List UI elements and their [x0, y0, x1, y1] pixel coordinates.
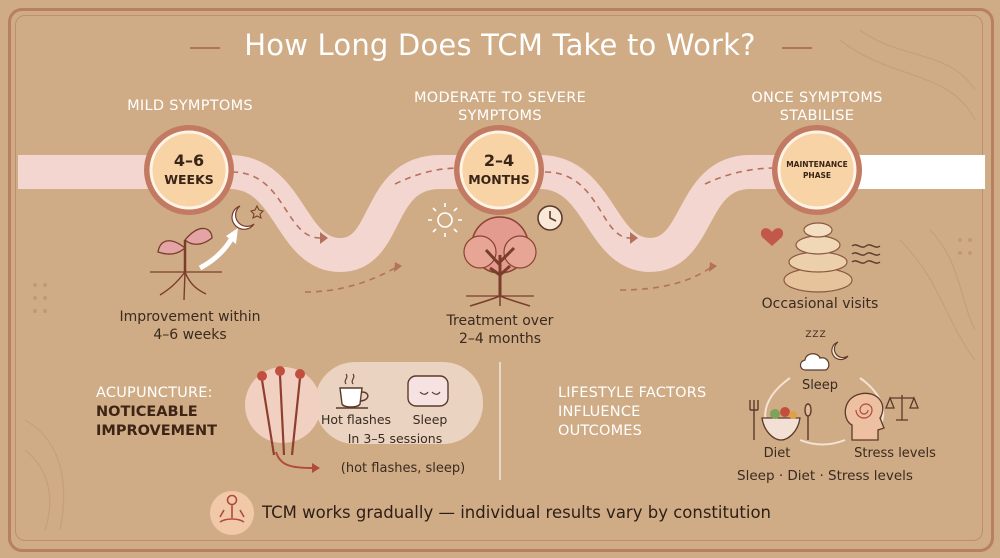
stage-3-header-line1: ONCE SYMPTOMS: [751, 90, 883, 106]
section-divider: [499, 362, 501, 480]
acupuncture-needles-icon: [257, 366, 305, 456]
stage-1-caption-line2: 4–6 weeks: [153, 327, 227, 343]
stage-1-duration-unit: WEEKS: [164, 172, 214, 187]
stage-circle-2: [454, 125, 544, 215]
stage-1-header: MILD SYMPTOMS: [95, 97, 285, 115]
outer-frame: [8, 8, 994, 552]
lifestyle-heading-2: INFLUENCE: [558, 404, 641, 420]
title-rule-left: [190, 47, 220, 49]
stage-2-caption: Treatment over 2–4 months: [410, 312, 590, 348]
scales-icon: [885, 395, 919, 421]
tea-cup-icon: [336, 373, 369, 409]
sleep-label: Sleep: [412, 412, 448, 427]
lifestyle-stress-label: Stress levels: [854, 446, 936, 461]
sprout-icon: [150, 227, 222, 301]
stage-3-duration-value: MAINTENANCE: [786, 160, 848, 169]
sessions-label: In 3–5 sessions: [347, 431, 443, 446]
pillow-icon: [407, 375, 449, 407]
stage-circle-1: [144, 125, 234, 215]
inner-frame: [15, 15, 983, 541]
stage-3-header-line2: STABILISE: [779, 108, 855, 124]
stage-2-header-line1: MODERATE TO SEVERE: [413, 90, 587, 106]
acupuncture-heading: ACUPUNCTURE:: [96, 385, 213, 401]
stage-2-caption-line2: 2–4 months: [459, 331, 541, 347]
contour-decoration: [24, 29, 976, 531]
stage-3-caption: Occasional visits: [730, 295, 910, 313]
bowl-utensils-icon: [749, 400, 812, 441]
stage-3-header: ONCE SYMPTOMS STABILISE: [722, 89, 912, 125]
stacked-stones-icon: [783, 222, 853, 293]
stage-2-header: MODERATE TO SEVERE SYMPTOMS: [385, 89, 615, 125]
lifestyle-summary: Sleep · Diet · Stress levels: [737, 468, 913, 484]
stage-1-caption-line1: Improvement within: [119, 309, 261, 325]
clock-icon: [537, 205, 563, 231]
stage-2-duration-value: 2–4: [483, 151, 515, 170]
arrow-heads: [320, 232, 717, 272]
stage-3-duration: MAINTENANCE PHASE: [777, 160, 857, 180]
progress-arrow-icon: [198, 228, 238, 271]
stage-2-header-line2: SYMPTOMS: [458, 108, 542, 124]
stage-2-caption-line1: Treatment over: [446, 313, 554, 329]
cloud-moon-icon: [799, 341, 849, 371]
stage-2-duration: 2–4 MONTHS: [459, 151, 539, 187]
stage-3-duration-unit: PHASE: [802, 171, 832, 180]
lifestyle-heading-3: OUTCOMES: [558, 423, 643, 439]
moon-star-icon: [231, 204, 265, 230]
lifestyle-diet-label: Diet: [763, 446, 791, 461]
hot-flashes-label: Hot flashes: [320, 412, 392, 427]
tree-icon: [463, 216, 537, 307]
heart-icon: [760, 228, 784, 246]
acupuncture-note: (hot flashes, sleep): [340, 461, 466, 476]
wave-icon: [851, 244, 881, 264]
sun-icon: [428, 203, 462, 237]
lifestyle-heading-1: LIFESTYLE FACTORS: [558, 385, 707, 401]
page-title: How Long Does TCM Take to Work?: [244, 28, 756, 62]
acupuncture-subheading-2: IMPROVEMENT: [96, 423, 218, 439]
lifestyle-sleep-label: Sleep: [801, 378, 839, 393]
stage-1-duration: 4–6 WEEKS: [149, 151, 229, 187]
timeline-path: [18, 155, 985, 273]
dot-grid-left: [33, 283, 47, 313]
stage-2-duration-unit: MONTHS: [468, 172, 530, 187]
curved-arrow-icon: [275, 451, 320, 473]
dashed-arrows: [231, 167, 776, 293]
stage-1-duration-value: 4–6: [173, 151, 205, 170]
meditation-icon: [210, 491, 254, 535]
title-rule-right: [782, 47, 812, 49]
stage-3-caption-line1: Occasional visits: [761, 296, 879, 312]
dot-grid-right: [958, 238, 972, 255]
stage-1-caption: Improvement within 4–6 weeks: [100, 308, 280, 344]
footer-note: TCM works gradually — individual results…: [262, 503, 772, 522]
stage-1-header-line1: MILD SYMPTOMS: [127, 98, 253, 114]
zzz-label: Z Z Z: [805, 330, 825, 340]
head-spiral-icon: [844, 392, 885, 441]
stage-circle-3: [772, 125, 862, 215]
acupuncture-subheading-1: NOTICEABLE: [96, 404, 198, 420]
